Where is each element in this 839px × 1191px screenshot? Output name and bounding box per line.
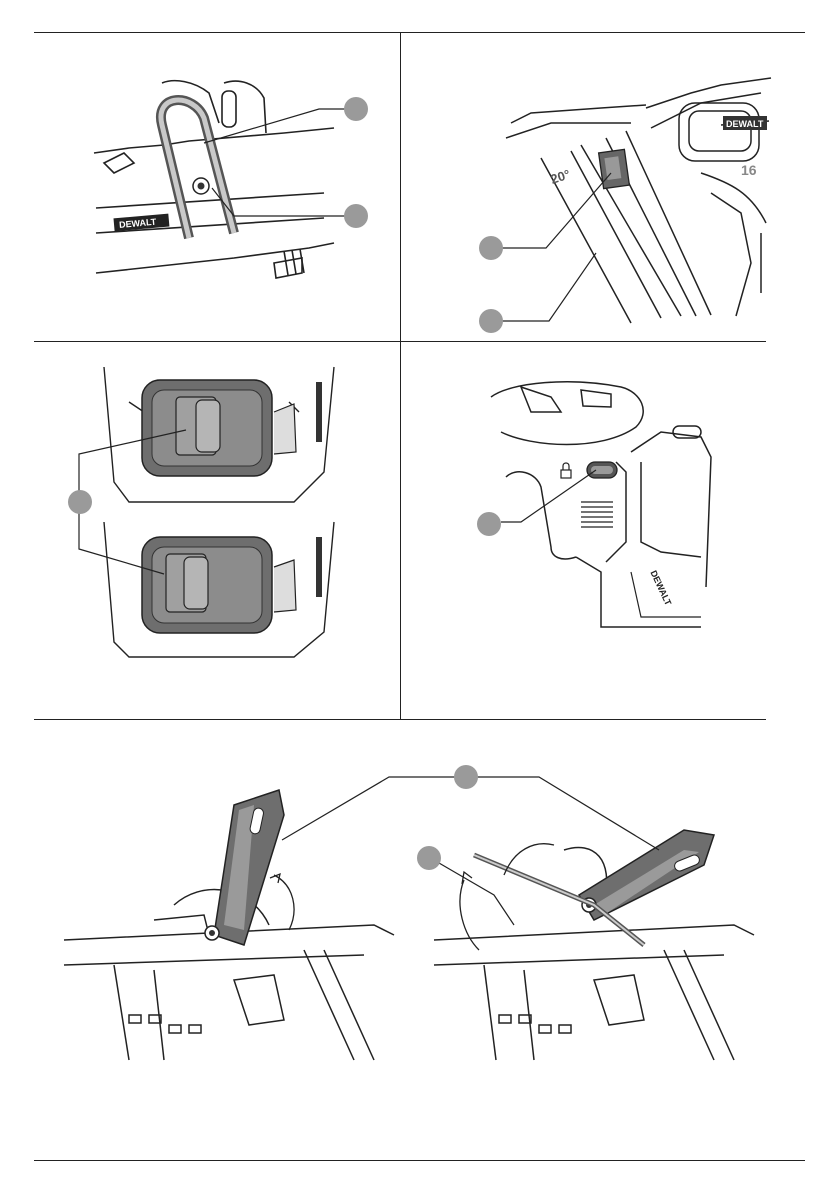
figure-trigger-lock: DEWALT (401, 342, 766, 719)
callout-3 (479, 236, 503, 260)
figure-nose-latch (34, 720, 805, 1160)
callout-5 (68, 490, 92, 514)
brand-label-3: DEWALT (648, 569, 673, 608)
figure-depth-selector (34, 342, 400, 719)
figure-belt-hook: DEWALT (34, 33, 400, 341)
bottom-rule (34, 1160, 805, 1161)
callout-7 (454, 765, 478, 789)
callout-2 (344, 204, 368, 228)
callout-4 (479, 309, 503, 333)
callout-8 (417, 846, 441, 870)
selector-slider-top[interactable] (196, 400, 220, 452)
model-mark: 16 (741, 162, 757, 178)
selector-slider-bottom[interactable] (184, 557, 208, 609)
brand-label-2: DEWALT (726, 119, 764, 129)
angle-mark: 20° (549, 166, 572, 186)
callout-1 (344, 97, 368, 121)
callout-6 (477, 512, 501, 536)
figure-magazine: 20° 16 DEWALT (401, 33, 805, 341)
padlock-icon (561, 463, 571, 478)
